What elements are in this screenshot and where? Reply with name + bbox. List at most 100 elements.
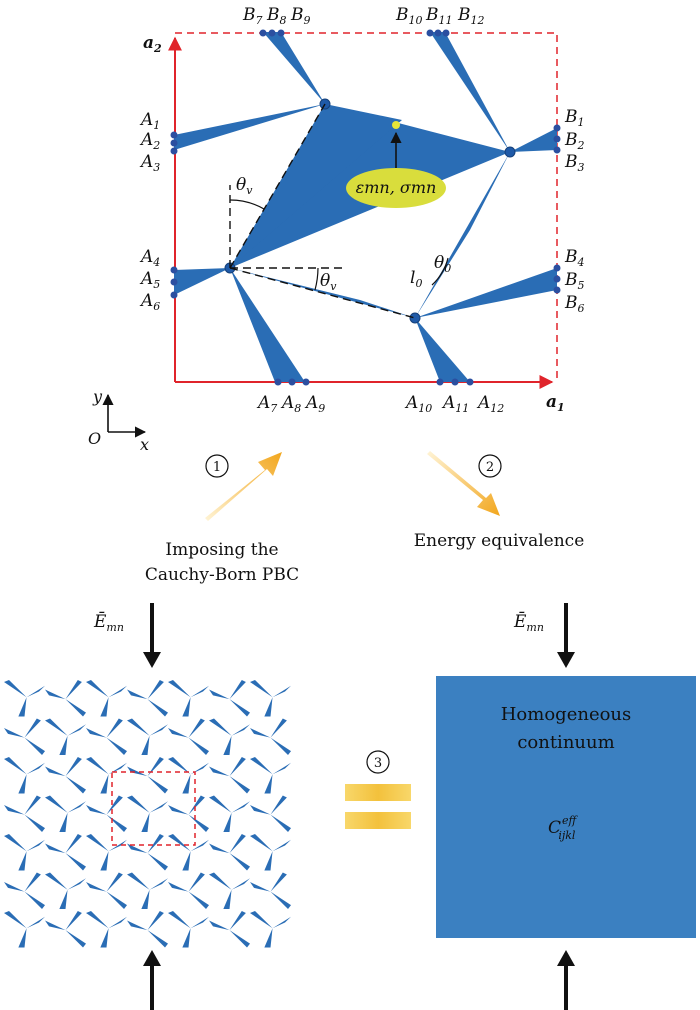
- label-b11: B11: [425, 5, 453, 27]
- lattice-blade: [250, 882, 271, 892]
- pin-a12: [466, 378, 474, 386]
- blade: [430, 32, 510, 152]
- lattice-blade: [168, 728, 189, 738]
- lattice-blade: [264, 774, 273, 794]
- load-arrowhead-top-right: [557, 652, 575, 668]
- continuum-square: [436, 676, 696, 938]
- label-b12: B12: [457, 5, 485, 27]
- step2-badge: [478, 454, 502, 478]
- lattice-blade: [100, 928, 109, 948]
- a1-label: a1: [546, 392, 565, 414]
- label-b3: B3: [564, 152, 585, 174]
- lattice-blade: [188, 891, 209, 909]
- lattice-blade: [26, 762, 45, 775]
- label-b4: B4: [564, 247, 585, 269]
- lattice-blade: [168, 882, 189, 892]
- step2-text: Energy equivalence: [414, 531, 585, 551]
- lattice-blade: [65, 776, 86, 794]
- top-labels: B7 B8 B9 B10 B11 B12: [242, 5, 485, 27]
- step2: 2 Energy equivalence: [414, 451, 585, 551]
- label-a8: A8: [280, 393, 301, 415]
- lattice-blade: [108, 685, 127, 698]
- lattice-blade: [127, 766, 148, 777]
- lattice-blade: [4, 680, 27, 698]
- lattice-blade: [250, 757, 273, 775]
- pin-a8: [288, 378, 296, 386]
- blade: [415, 318, 470, 382]
- load-label-right: Ēmn: [513, 611, 544, 634]
- lattice-blade: [270, 737, 291, 755]
- lattice-blade: [229, 680, 246, 700]
- lattice-blade: [67, 724, 86, 736]
- lattice-blade: [250, 805, 271, 815]
- lattice-blade: [264, 928, 273, 948]
- lattice-blade: [18, 774, 27, 794]
- blade: [415, 268, 557, 318]
- lattice-blade: [190, 685, 209, 698]
- label-a11: A11: [441, 393, 469, 415]
- lattice-blade: [24, 737, 45, 755]
- lattice-blade: [86, 728, 107, 738]
- label-a2: A2: [139, 130, 160, 152]
- step2-number: 2: [486, 460, 494, 475]
- coordinate-axes: y x O: [88, 387, 149, 454]
- pin-b11: [434, 29, 442, 37]
- lattice-blade: [45, 920, 66, 931]
- lattice-blade: [127, 843, 148, 854]
- lattice-blade: [100, 774, 109, 794]
- lattice-blade: [108, 916, 127, 929]
- lattice-blade: [272, 762, 291, 775]
- lattice-blade: [209, 718, 232, 736]
- lattice-blade: [147, 699, 168, 717]
- lattice-blade: [168, 805, 189, 815]
- boundary-pins: [170, 29, 561, 386]
- lattice-blade: [127, 689, 148, 700]
- dashed-lower-diagonal: [229, 267, 416, 319]
- lattice-blade: [147, 776, 168, 794]
- lattice-blade: [209, 795, 232, 813]
- pin-b1: [553, 124, 561, 132]
- label-a10: A10: [404, 393, 432, 415]
- label-b7: B7: [242, 5, 263, 27]
- step2-arrow: [427, 451, 500, 516]
- lattice-blade: [24, 795, 41, 815]
- lattice-blade: [188, 814, 209, 832]
- lattice-blade: [182, 697, 191, 717]
- label-b2: B2: [564, 130, 585, 152]
- blade: [415, 152, 510, 318]
- lattice-blade: [231, 801, 250, 813]
- lattice-blade: [270, 814, 291, 832]
- continuum-line2: continuum: [517, 732, 614, 753]
- unit-cell-highlight: [111, 771, 196, 846]
- load-arrowhead-top-left: [143, 652, 161, 668]
- blade: [174, 268, 230, 295]
- lattice-blade: [182, 851, 191, 871]
- lattice-blade: [59, 889, 68, 909]
- lattice-blade: [149, 724, 168, 736]
- lattice-blade: [272, 839, 291, 852]
- pin-b10: [426, 29, 434, 37]
- blade: [174, 104, 325, 150]
- lattice-blade: [45, 872, 68, 890]
- lattice-blade: [147, 911, 164, 931]
- dashed-diagonal: [229, 103, 326, 269]
- label-a1: A1: [139, 110, 160, 132]
- lattice-blade: [270, 872, 287, 892]
- lattice-blade: [106, 891, 127, 909]
- pin-a3: [170, 147, 178, 155]
- lattice-blade: [147, 680, 164, 700]
- pin-b6: [553, 286, 561, 294]
- lattice-blade: [18, 928, 27, 948]
- lattice-blade: [45, 689, 66, 700]
- step3-badge: [366, 750, 390, 774]
- lattice-blade: [229, 853, 250, 871]
- step3-number: 3: [374, 756, 382, 771]
- left-labels: A1 A2 A3 A4 A5 A6: [139, 110, 160, 313]
- blade: [263, 32, 325, 104]
- lattice-blade: [229, 930, 250, 948]
- lattice-blade: [18, 851, 27, 871]
- lattice-blade: [264, 697, 273, 717]
- pin-a10: [436, 378, 444, 386]
- lattice-blade: [250, 911, 273, 929]
